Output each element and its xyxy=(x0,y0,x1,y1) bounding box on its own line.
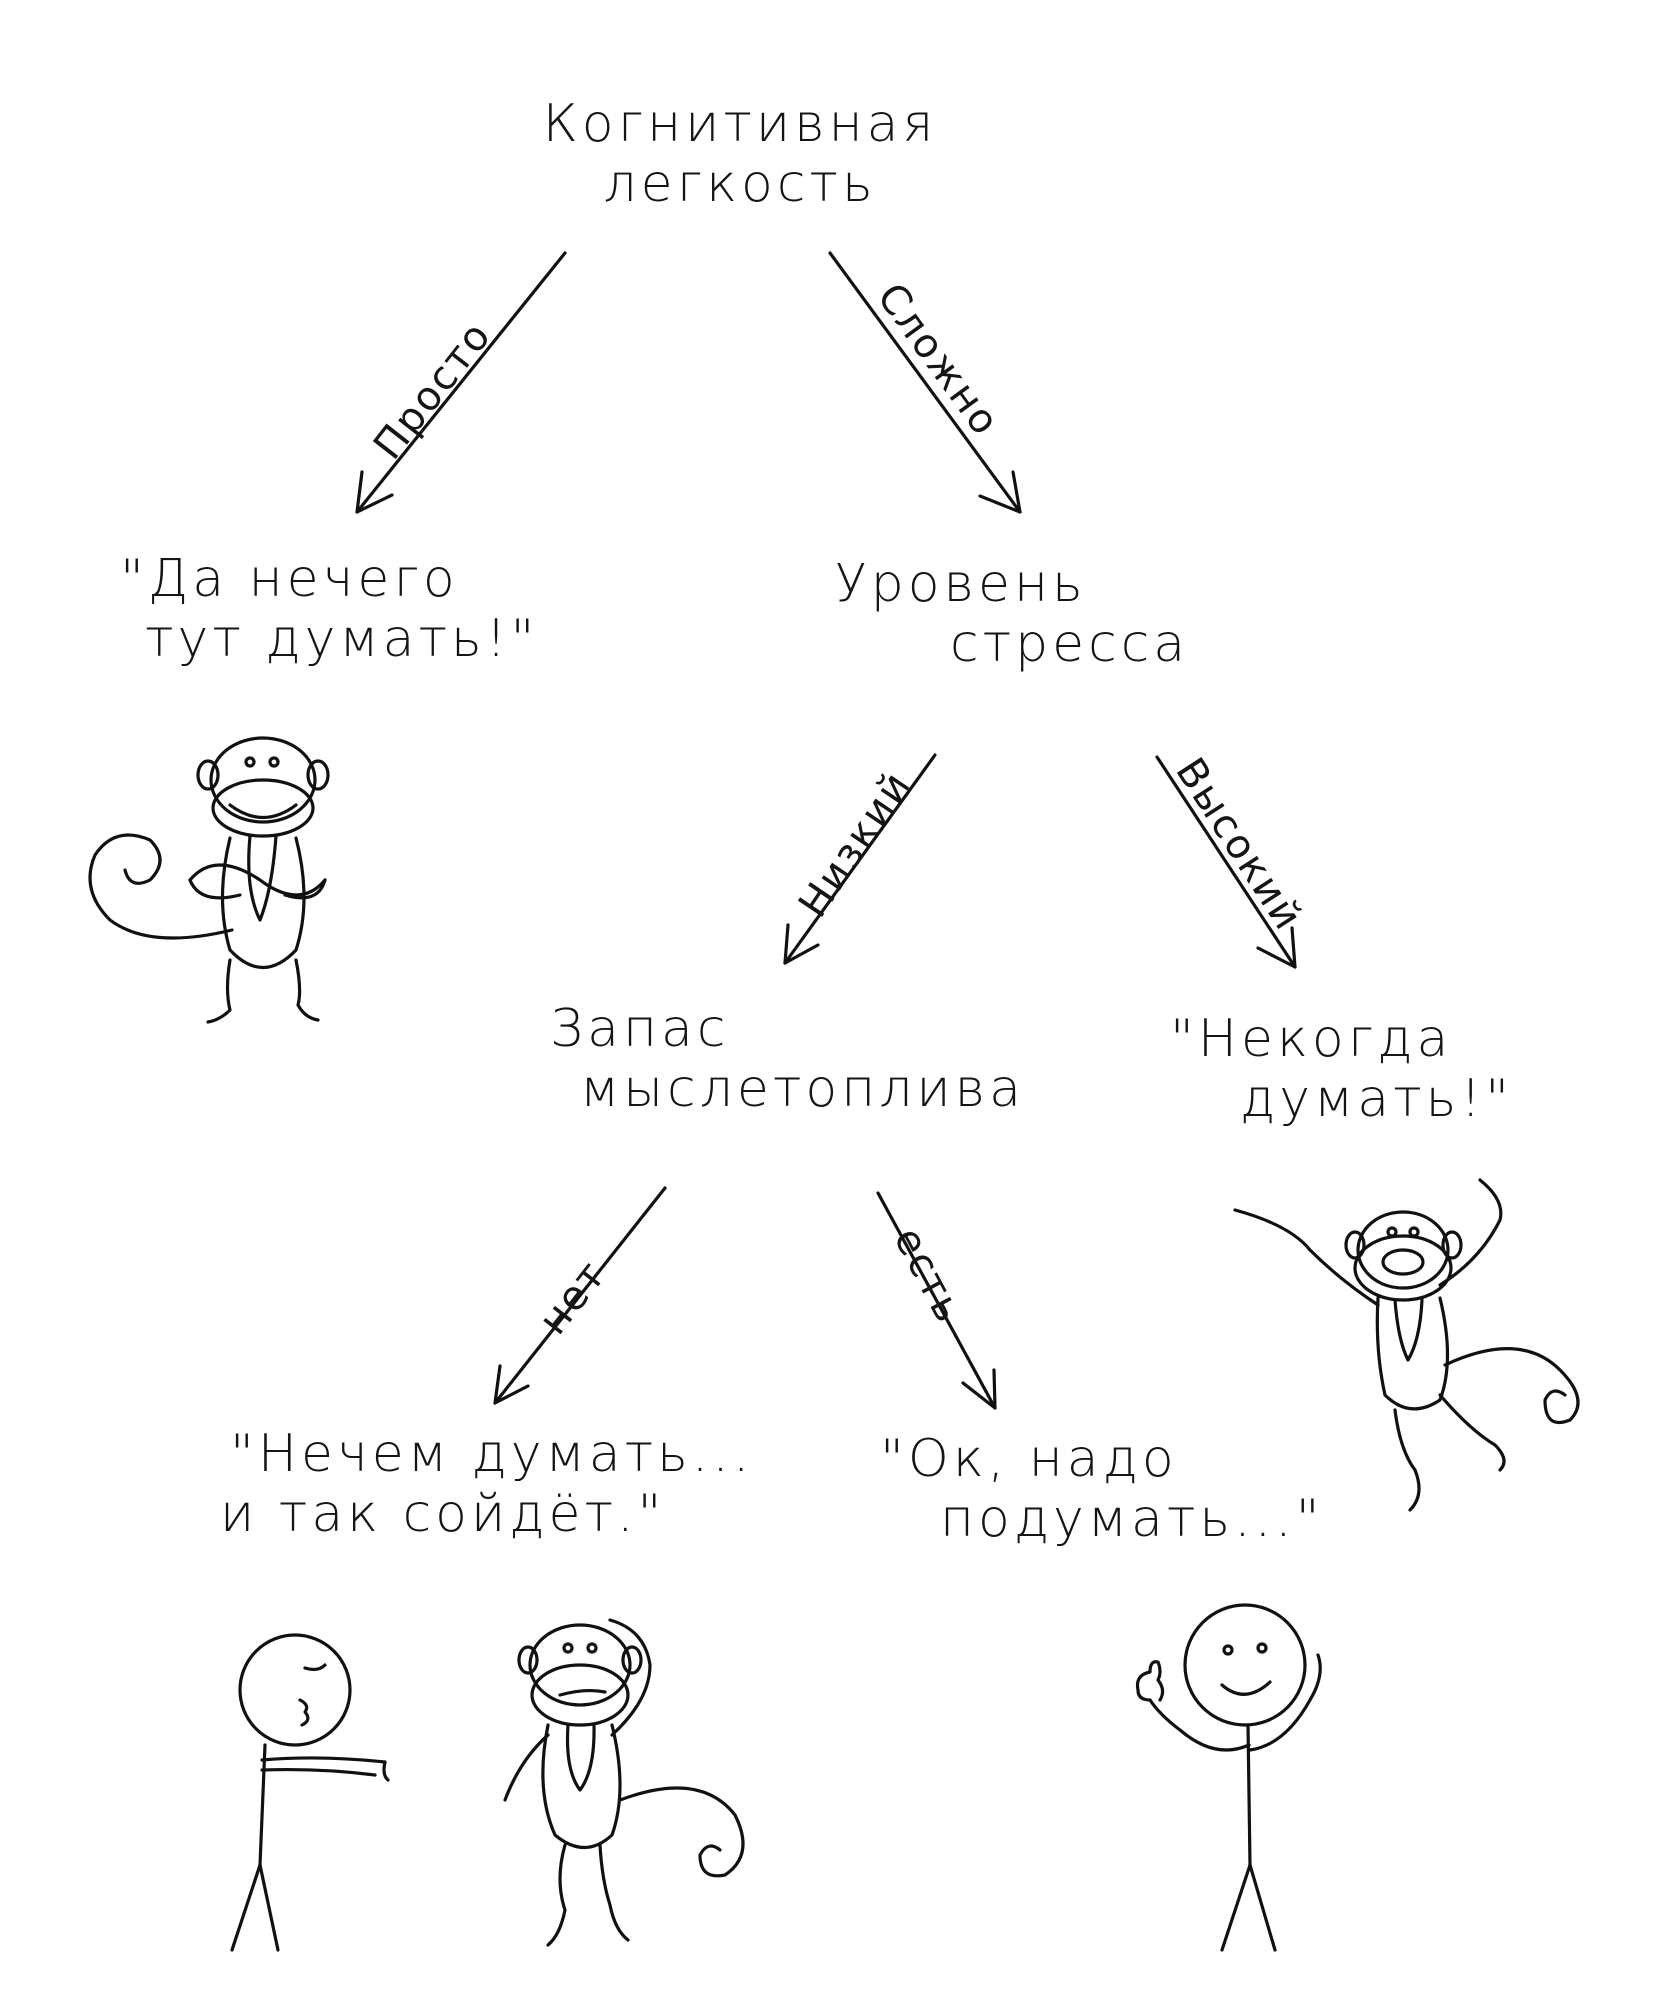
node-stress-line1: Уровень xyxy=(835,554,1087,614)
arrow-yes xyxy=(876,1191,997,1410)
stick-figure-thumbs-up-icon xyxy=(1135,1603,1322,1952)
node-stress-line2: стресса xyxy=(950,613,1190,674)
monkey-thinking-icon xyxy=(503,1618,745,1947)
node-no-result-line2: и так сойдёт." xyxy=(220,1483,666,1544)
monkey-jumping-icon xyxy=(1233,1178,1580,1512)
arrow-hard xyxy=(828,251,1022,514)
node-fuel-line2: мыслетоплива xyxy=(580,1058,1026,1119)
node-root-line2: легкость xyxy=(603,153,877,214)
node-stress: Уровень стресса xyxy=(820,554,1280,675)
node-easy-result-line2: тут думать!" xyxy=(145,608,539,669)
node-fuel-line1: Запас xyxy=(550,999,730,1059)
node-yes-result: "Ок, надо подумать..." xyxy=(870,1429,1330,1550)
node-high-result-line2: думать!" xyxy=(1240,1068,1514,1129)
stick-figure-sleepy-icon xyxy=(230,1633,390,1952)
node-easy-result: "Да нечего тут думать!" xyxy=(100,549,660,670)
node-yes-result-line2: подумать..." xyxy=(940,1488,1324,1549)
node-root-line1: Когнитивная xyxy=(542,94,938,154)
arrow-no xyxy=(493,1186,667,1405)
monkey-arms-crossed-icon xyxy=(88,736,330,1024)
node-high-result: "Некогда думать!" xyxy=(1160,1009,1580,1130)
node-no-result-line1: "Нечем думать... xyxy=(230,1424,754,1484)
node-high-result-line1: "Некогда xyxy=(1170,1009,1453,1069)
arrow-low xyxy=(783,753,937,965)
node-no-result: "Нечем думать... и так сойдёт." xyxy=(200,1424,800,1545)
node-easy-result-line1: "Да нечего xyxy=(120,549,459,609)
node-yes-result-line1: "Ок, надо xyxy=(880,1429,1178,1489)
arrow-high xyxy=(1155,755,1297,969)
node-fuel: Запас мыслетоплива xyxy=(530,999,1050,1120)
arrow-easy xyxy=(355,251,567,514)
node-root: Когнитивная легкость xyxy=(440,94,1040,215)
